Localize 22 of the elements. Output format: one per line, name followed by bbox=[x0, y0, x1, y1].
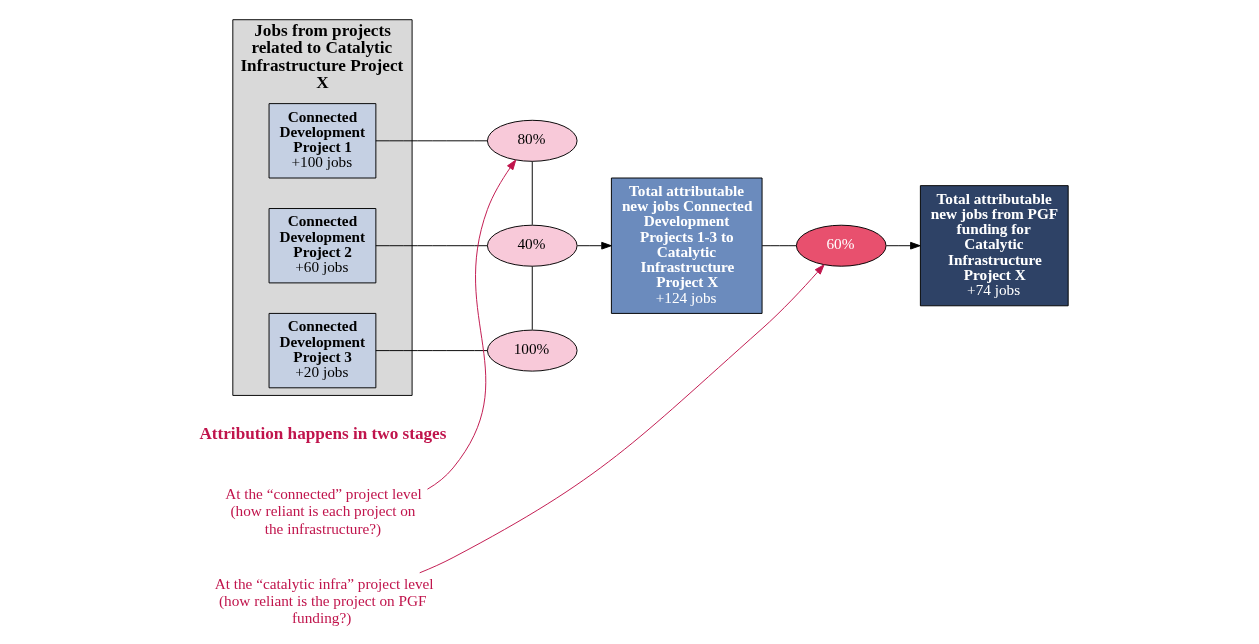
connector bbox=[374, 140, 488, 142]
node-text: At the “catalytic infra” project level (how reliant is the project on PGF funding?) bbox=[214, 574, 434, 627]
node-ellipse: 80% bbox=[486, 119, 578, 162]
connector bbox=[531, 265, 533, 331]
node-box: Connected Development Project 1 +100 jobs bbox=[268, 103, 376, 179]
arrow bbox=[426, 159, 516, 490]
connector bbox=[761, 245, 797, 247]
node-ellipse: 100% bbox=[486, 329, 578, 372]
arrow bbox=[885, 241, 921, 250]
arrow bbox=[418, 264, 825, 574]
connector bbox=[374, 245, 488, 247]
label: Attribution happens in two stages bbox=[198, 423, 446, 443]
node-box: Connected Development Project 3 +20 jobs bbox=[268, 312, 376, 389]
connector bbox=[531, 161, 533, 226]
node-text: At the “connected” project level (how reliant is each project on the infrastructure?) bbox=[224, 485, 422, 537]
node-ellipse: 60% bbox=[795, 224, 887, 267]
node-box: Connected Development Project 2 +60 jobs bbox=[268, 208, 376, 284]
connector bbox=[374, 350, 488, 352]
node-box: Total attributable new jobs from PGF funding for Catalytic Infrastructure Project X +74 jobs bbox=[919, 185, 1069, 307]
arrow bbox=[576, 241, 612, 250]
node-box: Total attributable new jobs Connected Development Projects 1-3 to Catalytic Infrastructure Project X +124 jobs bbox=[610, 177, 763, 314]
node-ellipse: 40% bbox=[486, 224, 578, 267]
